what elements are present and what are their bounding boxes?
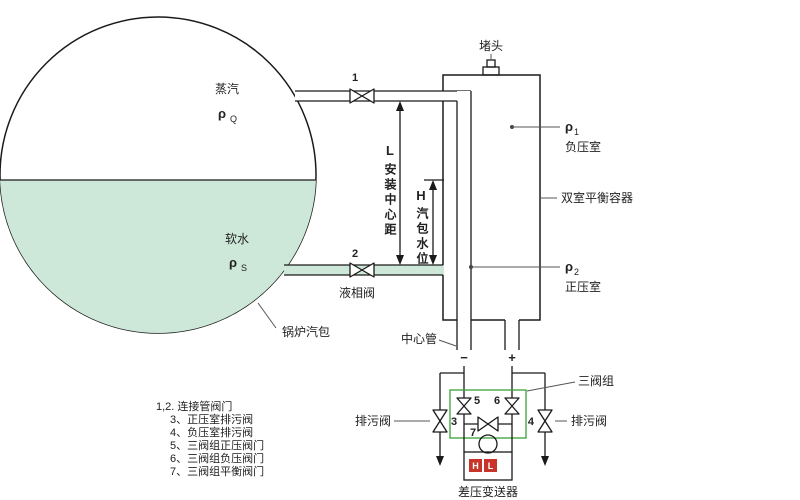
dim-h-caption: 汽包水位: [415, 207, 429, 267]
dim-l-symbol: L: [386, 143, 394, 158]
center-tube-fill: [457, 91, 471, 350]
boiler-drum: 蒸汽 ρ Q 软水 ρ S 锅炉汽包: [0, 16, 330, 339]
valve-4-bottom-icon: [537, 420, 553, 433]
legend-item: 1,2. 连接管阀门: [156, 399, 232, 413]
negative-chamber-label: 负压室: [565, 139, 601, 154]
three-valve-group-leader-line: [526, 381, 576, 392]
valve-7-number: 7: [470, 427, 476, 439]
legend-item: 7、三阀组平衡阀门: [170, 464, 264, 478]
dim-h-arrow-down-icon: [429, 255, 437, 265]
drum-water-fill: [0, 180, 316, 333]
legend: 1,2. 连接管阀门 3、正压室排污阀 4、负压室排污阀 5、三阀组正压阀门 6…: [156, 399, 264, 478]
three-valve-group: 5 6 7 三阀组: [449, 374, 614, 452]
positive-chamber-label: 正压室: [565, 279, 601, 294]
rho-water-subscript: S: [241, 263, 247, 273]
vessel-name-label: 双室平衡容器: [561, 190, 633, 205]
plus-mark: +: [508, 350, 516, 365]
valve-5-top-icon: [456, 397, 472, 407]
dim-h-symbol: H: [416, 188, 425, 203]
rho-water-symbol: ρ: [229, 255, 237, 270]
rho1-subscript: 1: [574, 127, 579, 137]
three-valve-group-box: [449, 389, 527, 439]
valve-1-number: 1: [352, 72, 358, 84]
valve-7-left-icon: [477, 416, 489, 432]
minus-mark: −: [460, 350, 468, 365]
legend-item: 5、三阀组正压阀门: [170, 438, 264, 452]
high-port-mark: H: [472, 461, 479, 471]
high-port-badge: [469, 459, 482, 472]
valve-4-drain-arrow-icon: [541, 456, 549, 466]
transmitter-body: [463, 451, 513, 481]
valve-6-number: 6: [494, 395, 500, 407]
valve-1-right-icon: [361, 88, 375, 104]
valve-1-left-icon: [349, 88, 363, 104]
valve-7-right-icon: [487, 416, 499, 432]
drum-leader-line: [257, 302, 277, 329]
valve-6-bottom-icon: [504, 405, 520, 415]
liquid-valve-label: 液相阀: [339, 285, 375, 300]
valve-2-number: 2: [352, 248, 358, 260]
drum-name-label: 锅炉汽包: [282, 324, 330, 339]
plug-label: 堵头: [479, 39, 503, 53]
valve-3-top-icon: [432, 409, 448, 422]
rho2-symbol: ρ: [565, 259, 573, 274]
transmitter-head: [478, 434, 498, 454]
center-tube-label: 中心管: [401, 331, 437, 346]
blowdown-valve-3: 3 排污阀: [355, 409, 457, 466]
center-tube: [456, 91, 472, 350]
center-tube-leader-line: [438, 339, 457, 347]
plug: 堵头: [479, 39, 503, 76]
dim-l-caption: 安装中心距: [383, 163, 397, 238]
low-port-mark: L: [488, 461, 494, 471]
valve-5-bottom-icon: [456, 405, 472, 415]
valve-3-number: 3: [451, 416, 457, 428]
valve-1: 1: [349, 72, 375, 104]
plug-cap: [486, 59, 496, 68]
dimension-H: H: [416, 179, 444, 265]
valve-5-number: 5: [474, 395, 480, 407]
three-valve-group-label: 三阀组: [578, 374, 614, 388]
blowdown-valve-4: 4 排污阀: [528, 409, 607, 466]
transmitter-label: 差压变送器: [458, 484, 518, 499]
blowdown-left-label: 排污阀: [355, 414, 391, 428]
rho-steam-symbol: ρ: [218, 106, 226, 121]
dimension-L: L: [386, 101, 404, 265]
positive-tube-fill: [505, 318, 519, 350]
impulse-lines: − +: [439, 350, 546, 410]
steam-label: 蒸汽: [215, 81, 239, 96]
valve-4-top-icon: [537, 409, 553, 422]
legend-item: 6、三阀组负压阀门: [170, 451, 264, 465]
dim-l-arrow-down-icon: [396, 255, 404, 265]
valve-3-drain-arrow-icon: [436, 456, 444, 466]
steam-pipe: [295, 90, 471, 102]
valve-2-right-icon: [361, 262, 375, 278]
rho-steam-subscript: Q: [230, 114, 237, 124]
rho1-symbol: ρ: [565, 119, 573, 134]
plug-base: [482, 66, 500, 76]
valve-6-top-icon: [504, 397, 520, 407]
valve-2: 2: [349, 248, 375, 278]
steam-pipe-fill: [295, 91, 471, 101]
positive-tube: [504, 318, 520, 350]
soft-water-label: 软水: [225, 232, 249, 246]
rho2-subscript: 2: [574, 267, 579, 277]
legend-item: 3、正压室排污阀: [170, 412, 253, 426]
center-tube-callout: 中心管: [401, 331, 457, 347]
valve-2-left-icon: [349, 262, 363, 278]
valve-3-bottom-icon: [432, 420, 448, 433]
legend-item: 4、负压室排污阀: [170, 425, 253, 439]
valve-4-number: 4: [528, 416, 535, 428]
drum-water: [0, 179, 316, 333]
dim-l-arrow-up-icon: [396, 101, 404, 111]
dp-transmitter: H L 差压变送器: [458, 434, 518, 499]
dim-h-arrow-up-icon: [429, 180, 437, 190]
low-port-badge: [484, 459, 497, 472]
blowdown-right-label: 排污阀: [571, 414, 607, 428]
chamber-labels: ρ 1 负压室 双室平衡容器 ρ 2 正压室: [469, 119, 633, 294]
